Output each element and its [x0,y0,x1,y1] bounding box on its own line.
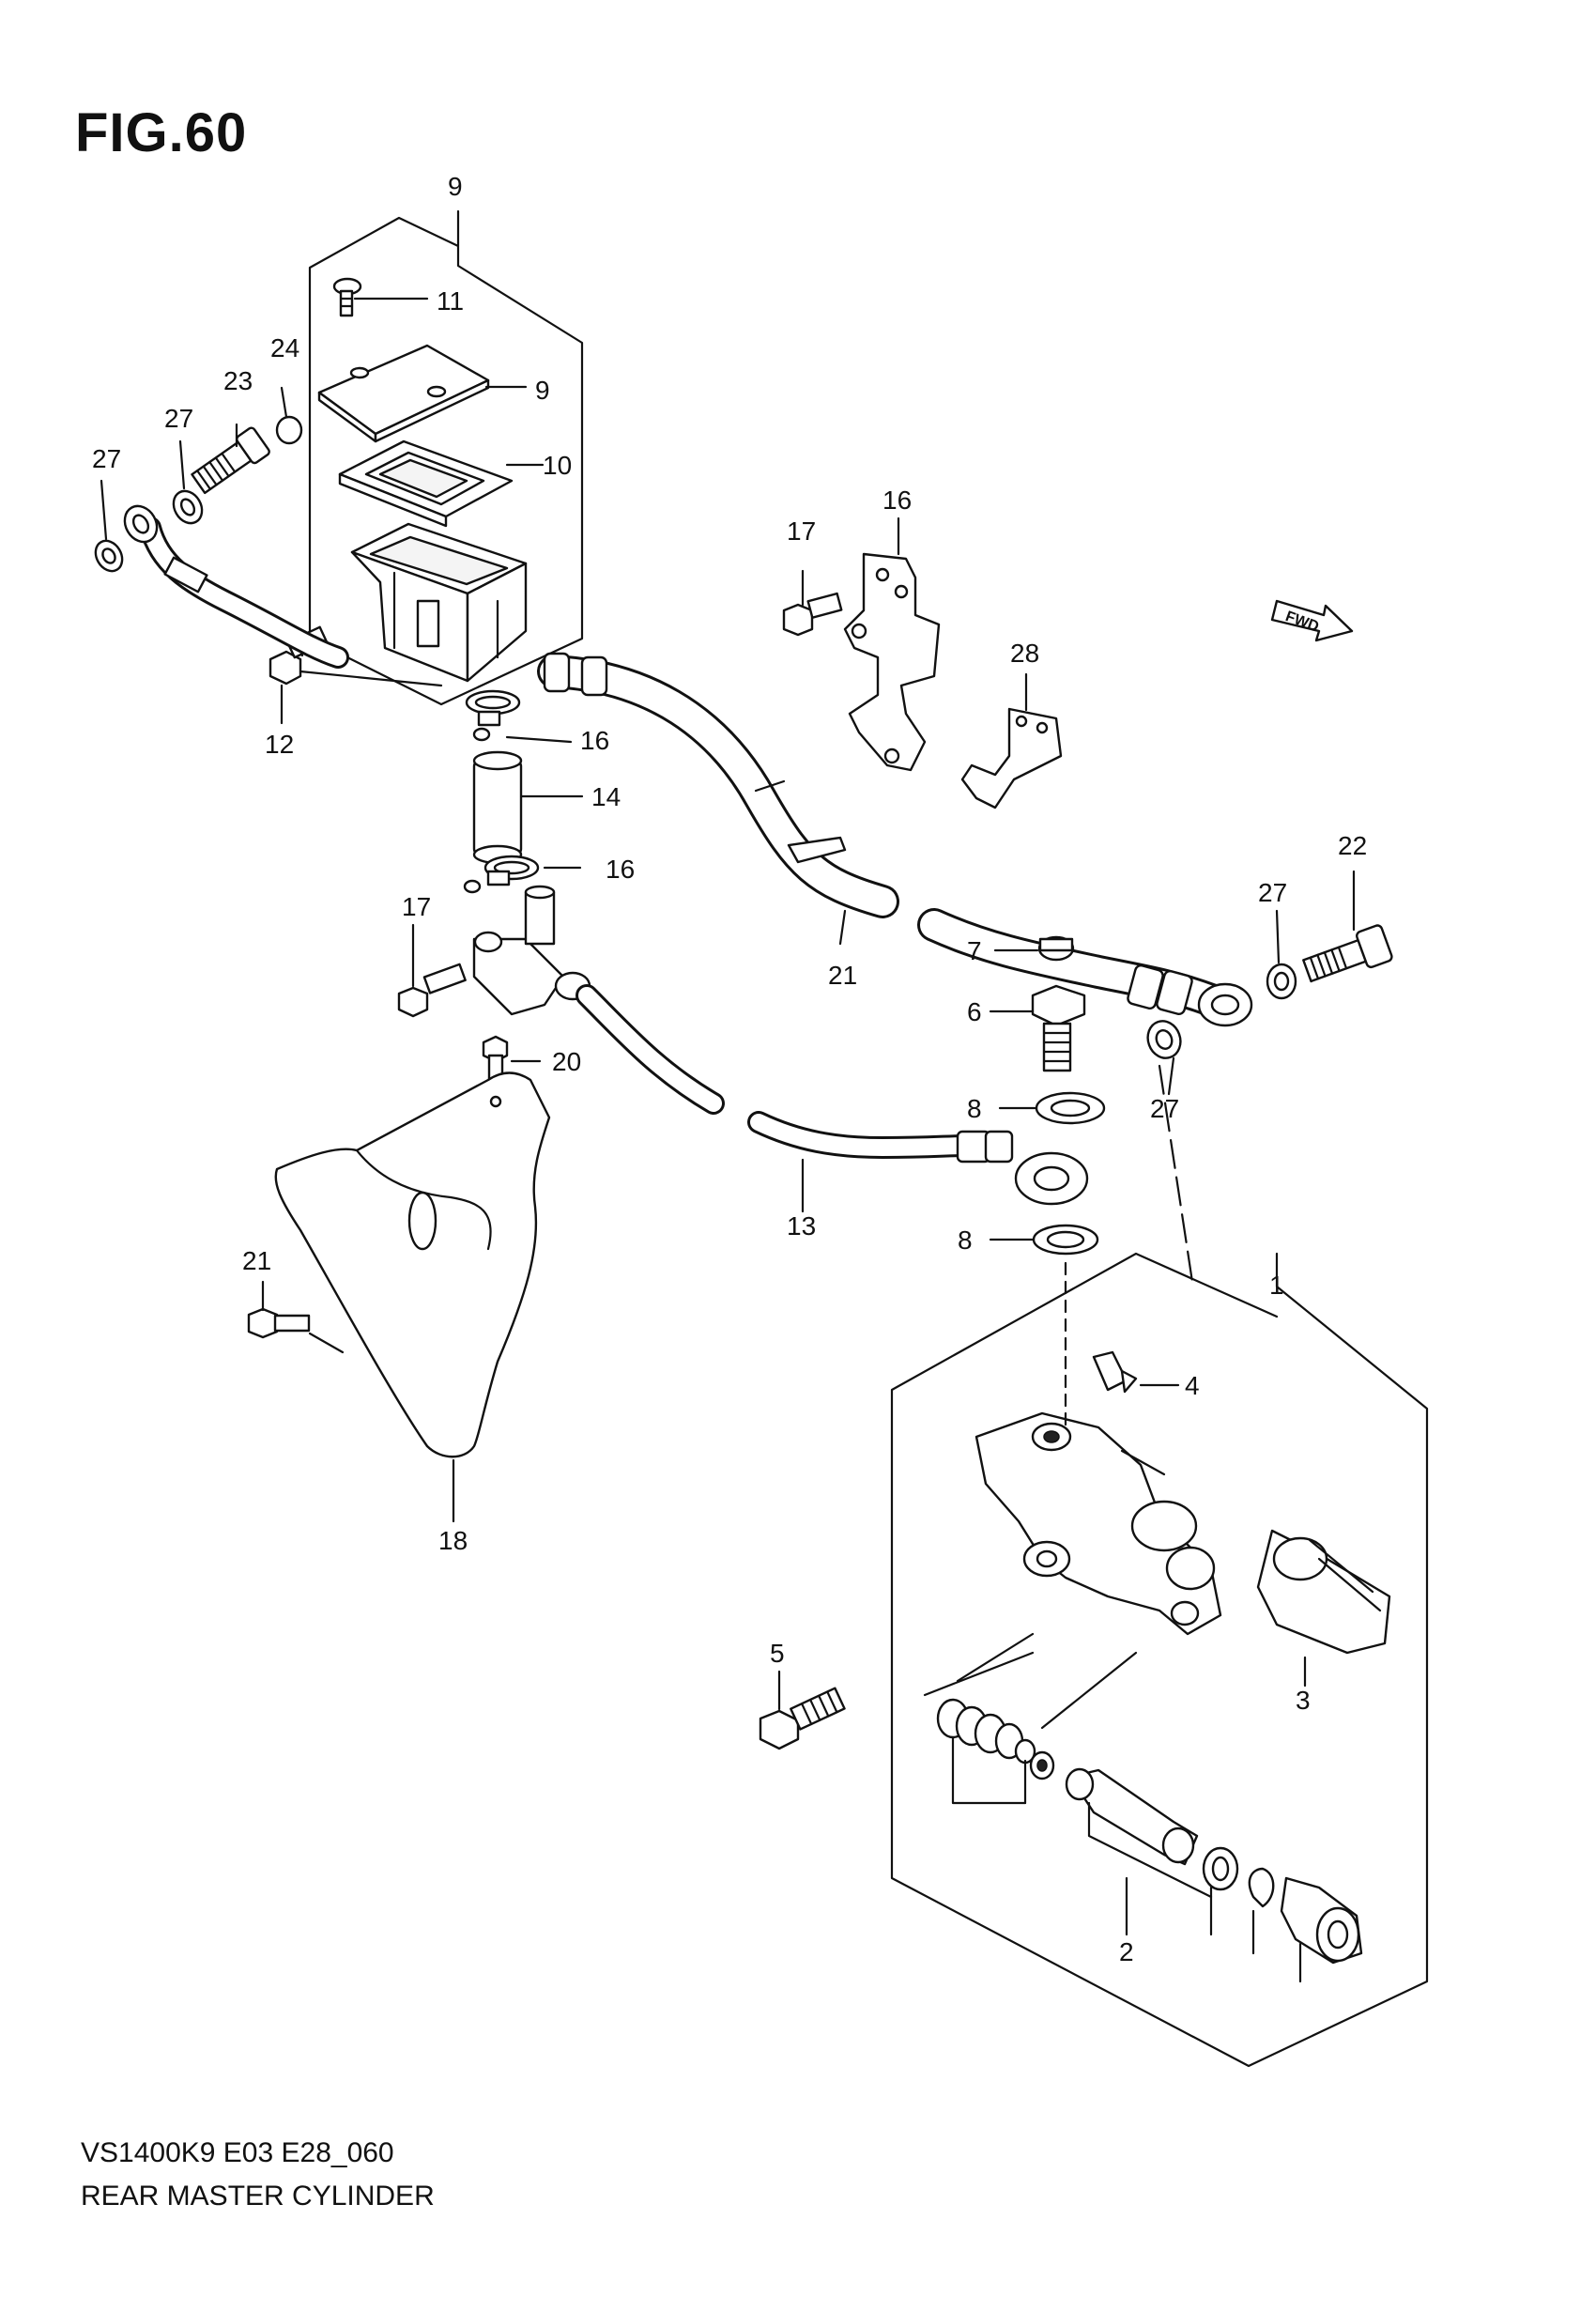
callout-6: 6 [967,997,982,1026]
part-8-washer-a [1035,1091,1106,1125]
part-10-reservoir-cap [317,344,490,443]
reservoir-kit-box [308,216,584,706]
figure-title: FIG.60 [75,102,248,163]
callout-13: 12 [265,730,294,759]
part-3-boot [1256,1529,1391,1655]
callout-24: 22 [1338,831,1367,860]
part-25-banjo-bolt [191,426,270,495]
callout-27-b: 27 [92,444,121,473]
callout-14: 13 [787,1211,816,1241]
callout-19: 17 [787,516,816,546]
callout-5: 5 [770,1639,785,1668]
part-2-piston-kit [936,1698,1363,1965]
callout-21: 21 [242,1246,271,1275]
hose-joint-bracket [472,885,591,1016]
callout-27-a: 27 [164,404,193,433]
callout-11: 10 [543,451,572,480]
part-27-washer-d [1146,1020,1182,1059]
callout-25: 23 [223,366,253,395]
figure-name: REAR MASTER CYLINDER [81,2181,435,2212]
reservoir-body [350,522,528,683]
part-12-screw [332,277,362,317]
callout-8-b: 8 [958,1225,973,1255]
part-27-washer-c [1266,963,1297,1000]
callout-12: 11 [437,286,464,316]
callout-labels: 9 11 24 23 9 27 27 10 16 17 28 12 16 14 … [92,172,1367,1966]
callout-23: 21 [828,961,857,990]
callout-10: 9 [535,376,550,405]
part-17-bolt [397,963,467,1018]
part-5-bolt [759,1687,846,1750]
part-21-bolt [247,1307,311,1339]
forward-direction-arrow: FWD [1270,599,1354,642]
figure-code: VS1400K9 E03 E28_060 [81,2137,394,2168]
callout-20: 18 [438,1526,468,1555]
part-19-bolt [782,592,843,637]
callout-1: 1 [1269,1271,1284,1300]
callout-26: 24 [270,333,299,362]
part-16-clamp-lower [463,855,540,894]
part-27-washer-a [172,489,204,525]
part-7-cap [1037,935,1075,962]
callout-16-a: 16 [580,726,609,755]
callout-8-a: 8 [967,1094,982,1123]
part-24-banjo-bolt [1302,924,1393,983]
callout-27-d: 27 [1150,1094,1179,1123]
leader-lines [100,209,1356,1983]
part-28-bracket [960,707,1063,809]
part-27-washer-b [94,539,124,573]
callout-3: 3 [1296,1686,1311,1715]
part-16-clamp-upper [465,689,521,742]
callout-4: 4 [1185,1371,1200,1400]
part-8-washer-b [1032,1224,1099,1256]
callout-16-b: 16 [606,855,635,884]
part-6-bleeder-valve [1031,984,1086,1072]
callout-17: 17 [402,892,431,921]
callout-9: 9 [448,172,463,201]
callout-27-c: 27 [1258,878,1287,907]
part-20-cover [274,1071,551,1458]
callout-22: 20 [552,1047,581,1076]
part-11-diaphragm [338,439,514,528]
master-cylinder-box [890,1252,1429,2068]
callout-18: 16 [882,486,912,515]
part-18-bracket [843,552,941,772]
part-26-cap [275,415,303,445]
callout-7: 7 [967,936,982,965]
callout-2: 2 [1119,1937,1134,1966]
callout-28: 28 [1010,639,1039,668]
part-15-hose [472,750,523,865]
master-cylinder-body [974,1411,1222,1636]
callout-15: 14 [591,782,621,811]
part-23-brake-hose [123,504,1253,1027]
part-14-brake-hose [575,984,1089,1206]
part-4-clip [1092,1350,1138,1394]
